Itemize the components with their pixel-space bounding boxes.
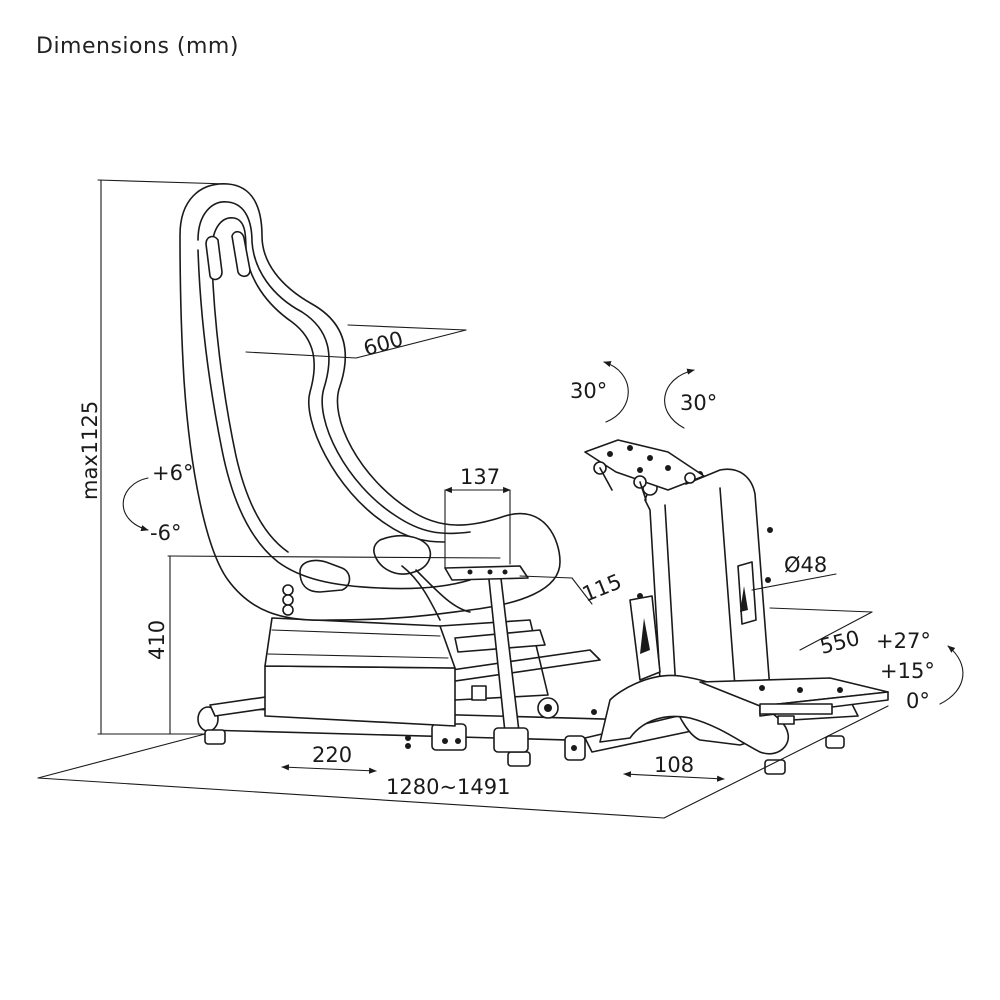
seat-width-label: 600 <box>361 327 406 361</box>
racing-seat <box>179 183 561 621</box>
wheel-rotate-right-label: 30° <box>680 391 717 415</box>
wheel-mount-offset-label: 115 <box>579 569 625 606</box>
seat-slider <box>264 617 559 727</box>
pedal-angle-mid-label: +15° <box>880 659 935 683</box>
seat-tilt-down-label: -6° <box>150 521 181 545</box>
dimension-lines <box>37 179 889 819</box>
tube-diameter-label: Ø48 <box>784 553 827 577</box>
pedal-angle-max-label: +27° <box>876 629 931 653</box>
rail-adjust-label: 220 <box>312 743 352 767</box>
seat-height-label: 410 <box>145 620 169 660</box>
pedal-plate-width-label: 550 <box>817 626 862 659</box>
pedal-angle-min-label: 0° <box>906 689 930 713</box>
total-length-label: 1280~1491 <box>386 775 510 799</box>
pedal-plate <box>699 677 889 725</box>
rotation-arrow-icon <box>122 361 964 705</box>
wheel-stand <box>444 468 789 755</box>
pedal-adjust-label: 108 <box>654 753 694 777</box>
seat-tilt-up-label: +6° <box>152 461 193 485</box>
dimension-labels: max1125 410 600 137 115 Ø48 550 220 1280… <box>78 327 935 799</box>
wheel-plate <box>584 439 705 501</box>
page-title: Dimensions (mm) <box>36 34 239 59</box>
wheel-rotate-left-label: 30° <box>570 379 607 403</box>
wheel-mount-width-label: 137 <box>460 465 500 489</box>
height-max-label: max1125 <box>78 401 102 500</box>
